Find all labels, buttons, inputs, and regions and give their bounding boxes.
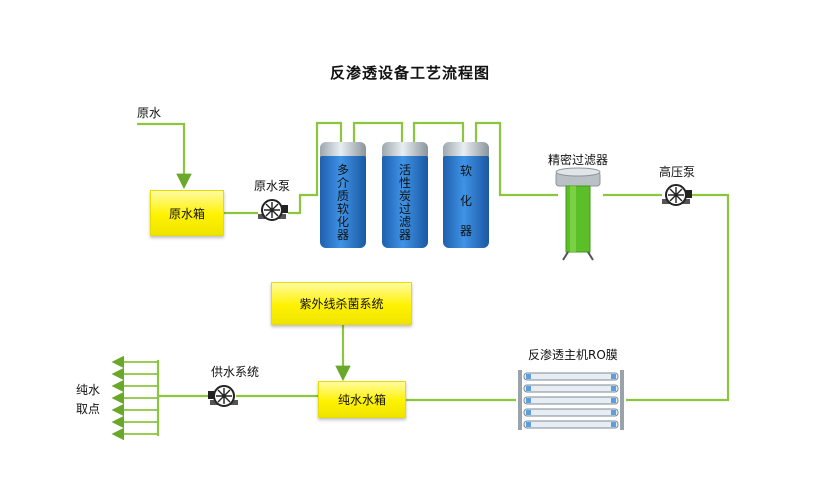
softener-vessel: 软 化 器 [443,142,489,248]
ro-membrane-rack [518,370,624,430]
activated-carbon-filter-vessel: 活 性 炭 过 滤 器 [382,142,428,248]
vessel3-outlet-pipe [474,121,558,197]
activated-carbon-filter-label: 活 性 炭 过 滤 器 [398,163,411,242]
raw-water-label: 原水 [137,106,162,120]
pure-water-point-label-1: 纯水 [76,383,101,397]
uv-sterilizer-box: 紫外线杀菌系统 [271,282,412,325]
raw-water-pump-label: 原水泵 [254,179,291,193]
pump-to-vessel-pipe [288,121,343,215]
raw-water-inlet-pipe [137,122,192,190]
raw-water-tank: 原水箱 [150,190,224,236]
ro-membrane-label: 反渗透主机RO膜 [528,348,618,362]
raw-water-tank-label: 原水箱 [168,206,205,221]
uv-sterilizer-label: 紫外线杀菌系统 [299,297,384,311]
pump-icon [258,199,288,221]
supply-system-label: 供水系统 [211,365,260,379]
vessel1-to-vessel2-pipe [352,121,404,142]
hp-pump-to-ro-pipe [626,193,730,402]
precision-filter [555,167,601,261]
pure-water-point-label-2: 取点 [76,402,101,416]
high-pressure-pump-label: 高压泵 [659,165,696,179]
distribution-outlets [111,355,158,441]
precision-filter-label: 精密过滤器 [548,153,609,167]
multi-media-filter-label: 多 介 质 软 化 器 [336,163,349,242]
pure-water-tank-label: 纯水水箱 [337,393,386,407]
pump-icon [662,184,692,206]
softener-label: 软 化 器 [459,164,472,238]
vessel2-to-vessel3-pipe [412,121,465,142]
diagram-title: 反渗透设备工艺流程图 [329,64,490,82]
pump-icon [208,385,238,407]
multi-media-filter-vessel: 多 介 质 软 化 器 [320,142,366,248]
pure-water-tank: 纯水水箱 [318,381,406,418]
